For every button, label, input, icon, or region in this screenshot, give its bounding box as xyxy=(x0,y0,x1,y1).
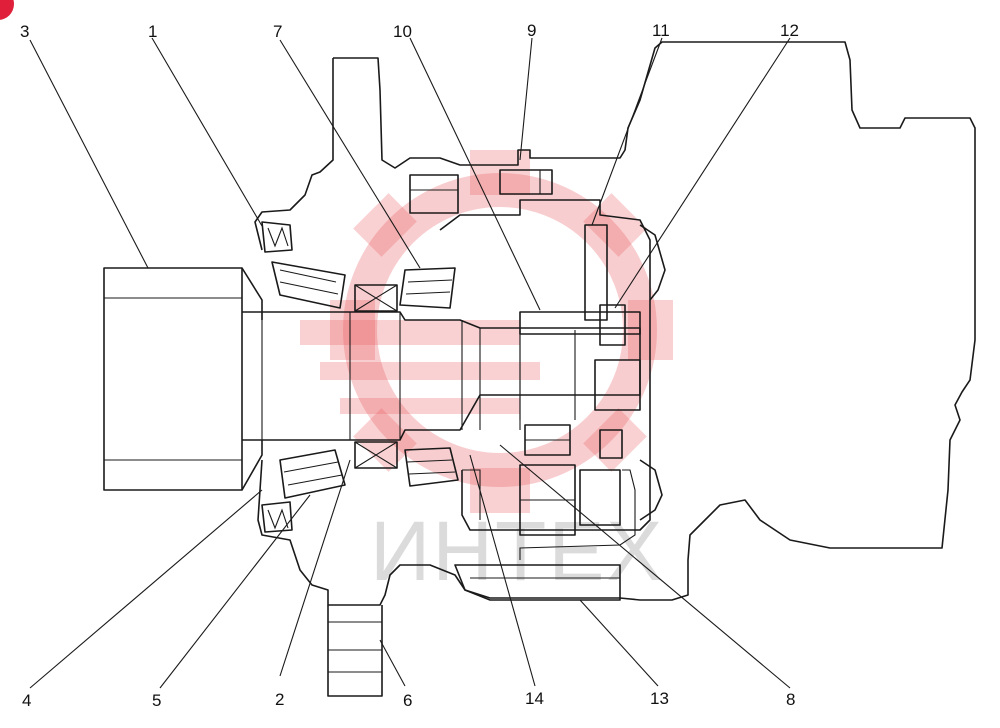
callout-14: 14 xyxy=(525,689,544,708)
leader-9 xyxy=(519,37,533,161)
leader-8 xyxy=(499,444,791,689)
leader-12 xyxy=(614,37,791,309)
corner-badge xyxy=(0,0,14,20)
callout-6: 6 xyxy=(403,691,412,710)
floating-seals xyxy=(261,221,293,533)
callout-7: 7 xyxy=(273,22,282,41)
leader-5 xyxy=(159,494,311,689)
leader-4 xyxy=(29,489,263,689)
callout-3: 3 xyxy=(20,22,29,41)
callout-11: 11 xyxy=(652,21,670,40)
leader-6 xyxy=(379,639,406,687)
callout-2: 2 xyxy=(275,690,284,709)
watermark-text: ИНТЕХ xyxy=(370,504,664,598)
leader-14 xyxy=(469,454,536,687)
callout-labels: 1 2 3 4 5 6 7 8 9 10 11 12 13 14 xyxy=(20,21,799,710)
callout-1: 1 xyxy=(148,22,157,41)
callout-13: 13 xyxy=(650,689,669,708)
callout-4: 4 xyxy=(22,691,31,710)
leader-13 xyxy=(579,599,659,687)
leader-1 xyxy=(151,37,263,227)
callout-8: 8 xyxy=(786,690,795,709)
callout-5: 5 xyxy=(152,691,161,710)
gear-train xyxy=(409,169,666,601)
leader-11 xyxy=(591,37,663,226)
callout-12: 12 xyxy=(780,21,799,40)
leader-2 xyxy=(279,459,351,677)
leader-7 xyxy=(279,39,421,269)
leader-lines xyxy=(29,37,791,689)
callout-10: 10 xyxy=(393,22,412,41)
leader-10 xyxy=(409,37,541,311)
leader-3 xyxy=(29,39,149,269)
sprocket-hub xyxy=(103,267,263,491)
callout-9: 9 xyxy=(527,21,536,40)
roller-bearings xyxy=(271,261,459,499)
